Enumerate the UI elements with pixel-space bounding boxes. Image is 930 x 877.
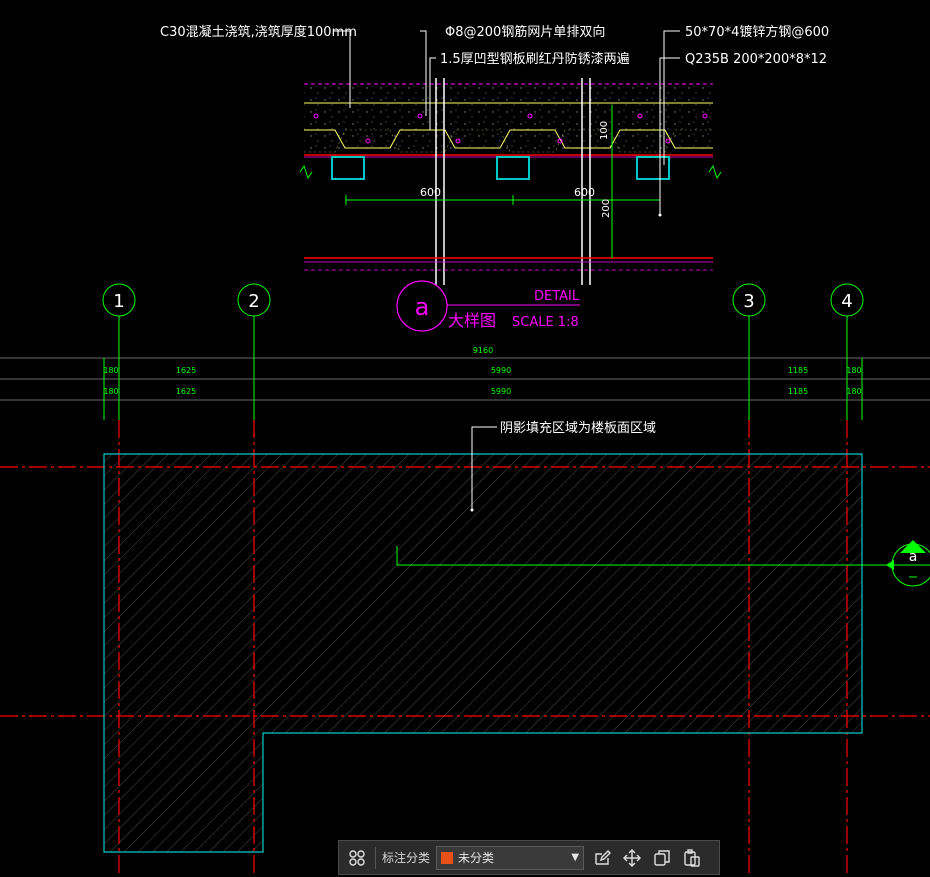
axis-bubble-2[interactable]: 2 (237, 283, 271, 317)
edit-icon[interactable] (590, 846, 614, 870)
paste-icon[interactable] (680, 846, 704, 870)
svg-text:180: 180 (846, 387, 861, 396)
svg-text:1185: 1185 (788, 366, 808, 375)
svg-text:3: 3 (743, 291, 754, 312)
dimension-rows: 9160 180 1625 5990 1185 180 180 1625 599… (0, 346, 930, 420)
floor-plan: 阴影填充区域为楼板面区域 a (0, 420, 930, 877)
section-cut-line[interactable] (396, 546, 895, 566)
dim-spacing-left: 600 (420, 186, 441, 199)
detail-tag-letter: a (415, 293, 430, 321)
move-icon[interactable] (620, 846, 644, 870)
svg-text:1625: 1625 (176, 387, 196, 396)
svg-text:4: 4 (841, 291, 852, 312)
dim-row-1: 180 1625 5990 1185 180 (103, 366, 861, 375)
svg-text:1: 1 (113, 291, 124, 312)
dim-beam-depth: 200 (601, 199, 612, 218)
detail-tag[interactable]: a DETAIL 大样图 SCALE 1:8 (396, 280, 580, 332)
dim-row-2: 180 1625 5990 1185 180 (103, 387, 861, 396)
note-tube: 50*70*4镀锌方钢@600 (685, 24, 829, 40)
note-rebar: Φ8@200钢筋网片单排双向 (445, 24, 605, 40)
svg-text:2: 2 (248, 291, 259, 312)
slab-hatch-area[interactable] (104, 454, 862, 852)
svg-text:180: 180 (103, 387, 118, 396)
grid-axes: 1 2 3 4 (102, 283, 864, 355)
dim-slab-thickness: 100 (599, 121, 610, 140)
note-deck: 1.5厚凹型钢板刷红丹防锈漆两遍 (440, 51, 630, 67)
copy-icon[interactable] (650, 846, 674, 870)
hatch-note: 阴影填充区域为楼板面区域 (500, 420, 656, 436)
category-select-value: 未分类 (458, 851, 495, 865)
note-concrete: C30混凝土浇筑,浇筑厚度100mm (160, 24, 357, 40)
svg-text:5990: 5990 (491, 387, 511, 396)
detail-tag-subtitle: 大样图 (448, 311, 496, 330)
toolbar-divider (375, 846, 376, 869)
slab-outline[interactable] (103, 453, 863, 853)
category-label: 标注分类 (382, 851, 431, 865)
axis-bubble-4[interactable]: 4 (830, 283, 864, 317)
dim-overall: 9160 (473, 346, 493, 355)
section-mark-letter: a (909, 549, 918, 565)
section-mark[interactable]: a (886, 540, 930, 587)
detail-tag-title: DETAIL (534, 289, 580, 304)
axis-bubble-1[interactable]: 1 (102, 283, 136, 317)
detail-section: 600 600 100 200 C30混凝土浇筑,浇筑厚度100mm Φ8@20… (160, 24, 829, 332)
axis-bubble-3[interactable]: 3 (732, 283, 766, 317)
svg-text:1185: 1185 (788, 387, 808, 396)
steel-deck-profile (304, 129, 713, 149)
detail-tag-scale: SCALE 1:8 (512, 315, 579, 330)
rebar-dots (313, 113, 708, 144)
square-tubes (331, 156, 670, 180)
dim-spacing-right: 600 (574, 186, 595, 199)
category-color-swatch (441, 851, 454, 864)
category-select[interactable]: 未分类 ▼ (436, 845, 585, 870)
svg-text:180: 180 (103, 366, 118, 375)
annotation-toolbar: 标注分类 未分类 ▼ (338, 840, 720, 875)
note-beam: Q235B 200*200*8*12 (685, 52, 827, 67)
svg-text:180: 180 (846, 366, 861, 375)
chevron-down-icon: ▼ (571, 852, 580, 863)
grid-icon[interactable] (345, 846, 369, 870)
svg-text:5990: 5990 (491, 366, 511, 375)
svg-text:1625: 1625 (176, 366, 196, 375)
